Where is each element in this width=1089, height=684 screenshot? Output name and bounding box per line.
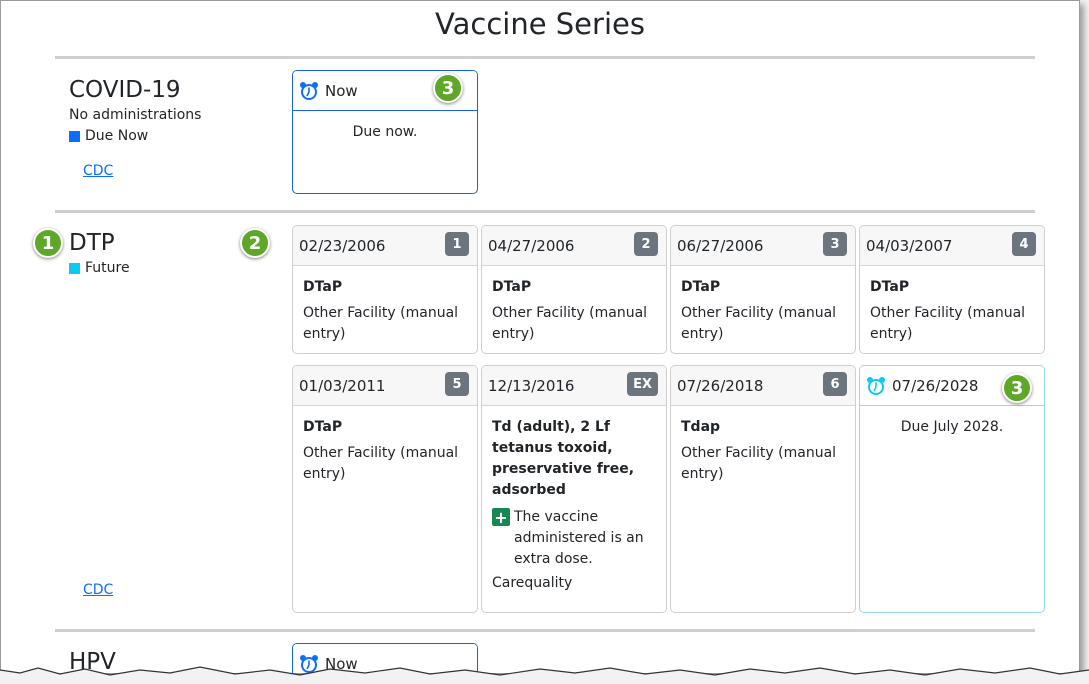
card-body: Tdap Other Facility (manual entry) [671,406,855,496]
card-header: 01/03/2011 5 [293,366,477,406]
vaccine-name: DTaP [681,279,721,295]
vaccine-name: DTaP [303,419,343,435]
card-date: 04/27/2006 [488,236,575,255]
callout-marker: 2 [240,228,270,258]
alarm-clock-icon [300,81,318,100]
card-header: 02/23/2006 1 [293,226,477,266]
card-date: 02/23/2006 [299,236,386,255]
dose-badge: 3 [823,232,847,256]
card-body: Due now. [352,124,418,140]
series-subtitle-covid: No administrations [69,107,202,123]
alarm-clock-icon [300,654,318,673]
plus-icon: + [492,508,510,527]
note-text: The vaccine administered is an extra dos… [514,509,644,567]
vaccine-card[interactable]: 01/03/2011 5 DTaP Other Facility (manual… [292,365,478,613]
series-name-covid: COVID-19 [69,77,181,103]
extra-dose-badge: EX [627,372,658,396]
page-title: Vaccine Series [435,7,645,41]
alarm-clock-icon [867,376,885,395]
card-header: 06/27/2006 3 [671,226,855,266]
vaccine-card[interactable]: 07/26/2018 6 Tdap Other Facility (manual… [670,365,856,613]
card-date: Now [325,654,358,673]
callout-marker: 3 [433,73,463,103]
extra-dose-note: + The vaccine administered is an extra d… [492,507,656,570]
vaccine-name: Td (adult), 2 Lf tetanus toxoid, preserv… [492,419,635,498]
status-label: Due Now [85,128,149,144]
facility-text: Carequality [492,575,573,591]
facility-text: Other Facility (manual entry) [681,445,837,482]
torn-edge [0,666,1089,684]
callout-marker: 3 [1002,373,1032,403]
card-header: 12/13/2016 EX [482,366,666,406]
card-header: 04/27/2006 2 [482,226,666,266]
dose-badge: 1 [445,232,469,256]
card-date: 07/26/2018 [677,376,764,395]
dose-badge: 5 [445,372,469,396]
status-badge-dtp: Future [69,260,130,276]
series-name-dtp: DTP [69,230,115,256]
dose-badge: 2 [634,232,658,256]
card-header: Now [293,644,477,673]
card-date: 06/27/2006 [677,236,764,255]
facility-text: Other Facility (manual entry) [303,305,459,342]
dose-badge: 4 [1012,232,1036,256]
card-body: DTaP Other Facility (manual entry) [860,266,1044,353]
dose-badge: 6 [823,372,847,396]
facility-text: Other Facility (manual entry) [870,305,1026,342]
cdc-link-covid[interactable]: CDC [83,163,114,179]
section-divider [55,56,1035,59]
status-badge-covid: Due Now [69,128,148,144]
card-date: Now [325,81,358,100]
cdc-link-dtp[interactable]: CDC [83,582,114,598]
facility-text: Other Facility (manual entry) [492,305,648,342]
card-date: 07/26/2028 [892,376,979,395]
facility-text: Other Facility (manual entry) [681,305,837,342]
callout-marker: 1 [33,228,63,258]
card-date: 12/13/2016 [488,376,575,395]
card-header: 07/26/2018 6 [671,366,855,406]
card-body: Td (adult), 2 Lf tetanus toxoid, preserv… [482,406,666,605]
status-label: Future [85,260,130,276]
vaccine-name: Tdap [681,419,721,435]
vaccine-card[interactable]: 06/27/2006 3 DTaP Other Facility (manual… [670,225,856,354]
status-square-icon [69,130,80,142]
card-body: DTaP Other Facility (manual entry) [293,406,477,496]
card-date: 01/03/2011 [299,376,386,395]
vaccine-card-extra-dose[interactable]: 12/13/2016 EX Td (adult), 2 Lf tetanus t… [481,365,667,613]
card-body: DTaP Other Facility (manual entry) [482,266,666,353]
card-header: 04/03/2007 4 [860,226,1044,266]
vaccine-card-due-now[interactable]: Now [292,643,478,673]
card-date: 04/03/2007 [866,236,953,255]
vaccine-card[interactable]: 04/27/2006 2 DTaP Other Facility (manual… [481,225,667,354]
vaccine-card[interactable]: 02/23/2006 1 DTaP Other Facility (manual… [292,225,478,354]
vaccine-name: DTaP [492,279,532,295]
card-body: DTaP Other Facility (manual entry) [671,266,855,353]
section-divider [55,629,1035,632]
vaccine-card[interactable]: 04/03/2007 4 DTaP Other Facility (manual… [859,225,1045,354]
card-body: DTaP Other Facility (manual entry) [293,266,477,353]
series-name-hpv: HPV [69,649,116,674]
facility-text: Other Facility (manual entry) [303,445,459,482]
status-square-icon [69,262,80,274]
vaccine-series-panel: Vaccine Series COVID-19 No administratio… [0,0,1080,674]
vaccine-card-future[interactable]: 07/26/2028 Due July 2028. [859,365,1045,613]
vaccine-name: DTaP [870,279,910,295]
card-body: Due July 2028. [900,419,1004,435]
vaccine-name: DTaP [303,279,343,295]
section-divider [55,210,1035,213]
